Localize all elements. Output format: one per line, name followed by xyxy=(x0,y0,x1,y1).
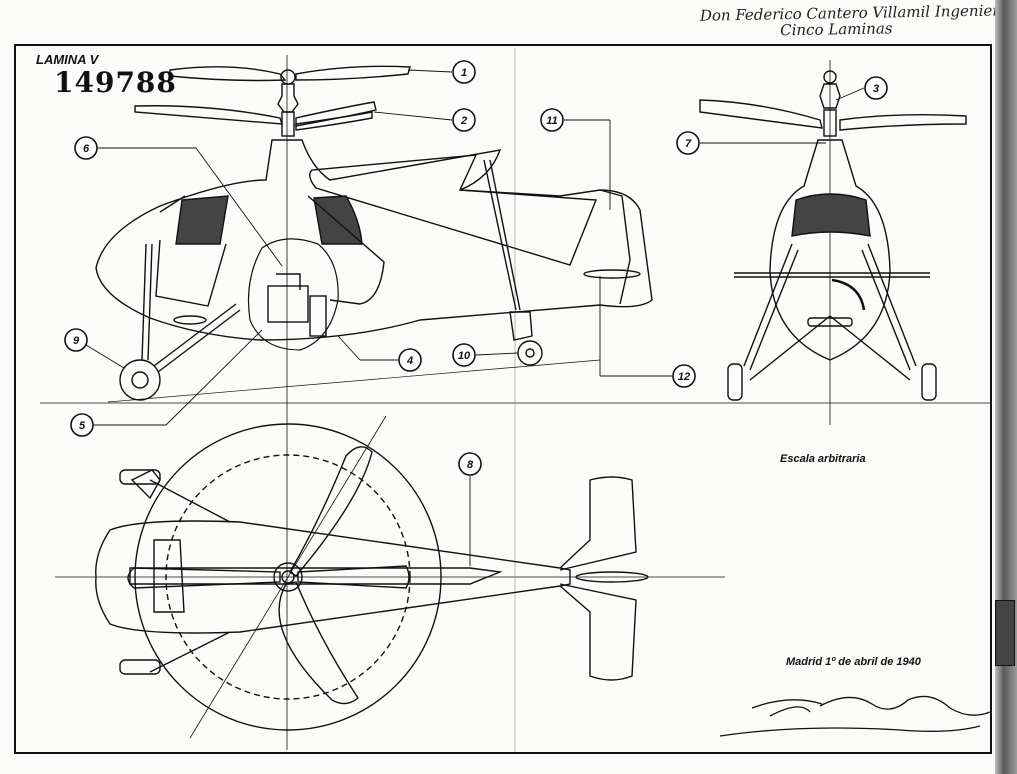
callout-leaders xyxy=(85,69,865,566)
scale-note: Escala arbitraria xyxy=(780,453,866,465)
callout-8-label: 8 xyxy=(467,459,474,471)
drawing-sheet-border xyxy=(14,44,992,754)
callout-10: 10 xyxy=(452,343,476,367)
scan-edge-strip xyxy=(995,0,1017,774)
callout-2: 2 xyxy=(452,108,476,132)
callout-4-label: 4 xyxy=(406,355,413,367)
plan-view xyxy=(95,415,649,739)
callout-5-label: 5 xyxy=(79,420,86,432)
callout-5: 5 xyxy=(70,413,94,437)
callout-9: 9 xyxy=(64,328,88,352)
callout-markers: 1 2 3 4 5 6 7 8 9 10 11 12 xyxy=(64,60,888,476)
lamina-label: LAMINA V xyxy=(36,52,99,67)
sheet-number: 149788 xyxy=(54,66,177,99)
callout-11-label: 11 xyxy=(546,115,557,127)
tax-stamp xyxy=(995,600,1015,666)
callout-1-label: 1 xyxy=(461,67,467,79)
callout-12: 12 xyxy=(672,364,696,388)
side-view xyxy=(95,65,653,403)
callout-6: 6 xyxy=(74,136,98,160)
callout-6-label: 6 xyxy=(83,143,90,155)
callout-7-label: 7 xyxy=(685,138,692,150)
callout-10-label: 10 xyxy=(458,350,471,362)
callout-3: 3 xyxy=(864,76,888,100)
callout-9-label: 9 xyxy=(73,335,80,347)
date-note: Madrid 1º de abril de 1940 xyxy=(786,656,921,668)
callout-7: 7 xyxy=(676,131,700,155)
callout-11: 11 xyxy=(540,108,564,132)
callout-1: 1 xyxy=(452,60,476,84)
callout-12-label: 12 xyxy=(678,371,690,383)
handwritten-signature xyxy=(719,695,991,737)
callout-2-label: 2 xyxy=(460,115,467,127)
callout-3-label: 3 xyxy=(873,83,879,95)
callout-4: 4 xyxy=(398,348,422,372)
callout-8: 8 xyxy=(458,452,482,476)
front-view xyxy=(699,70,967,401)
